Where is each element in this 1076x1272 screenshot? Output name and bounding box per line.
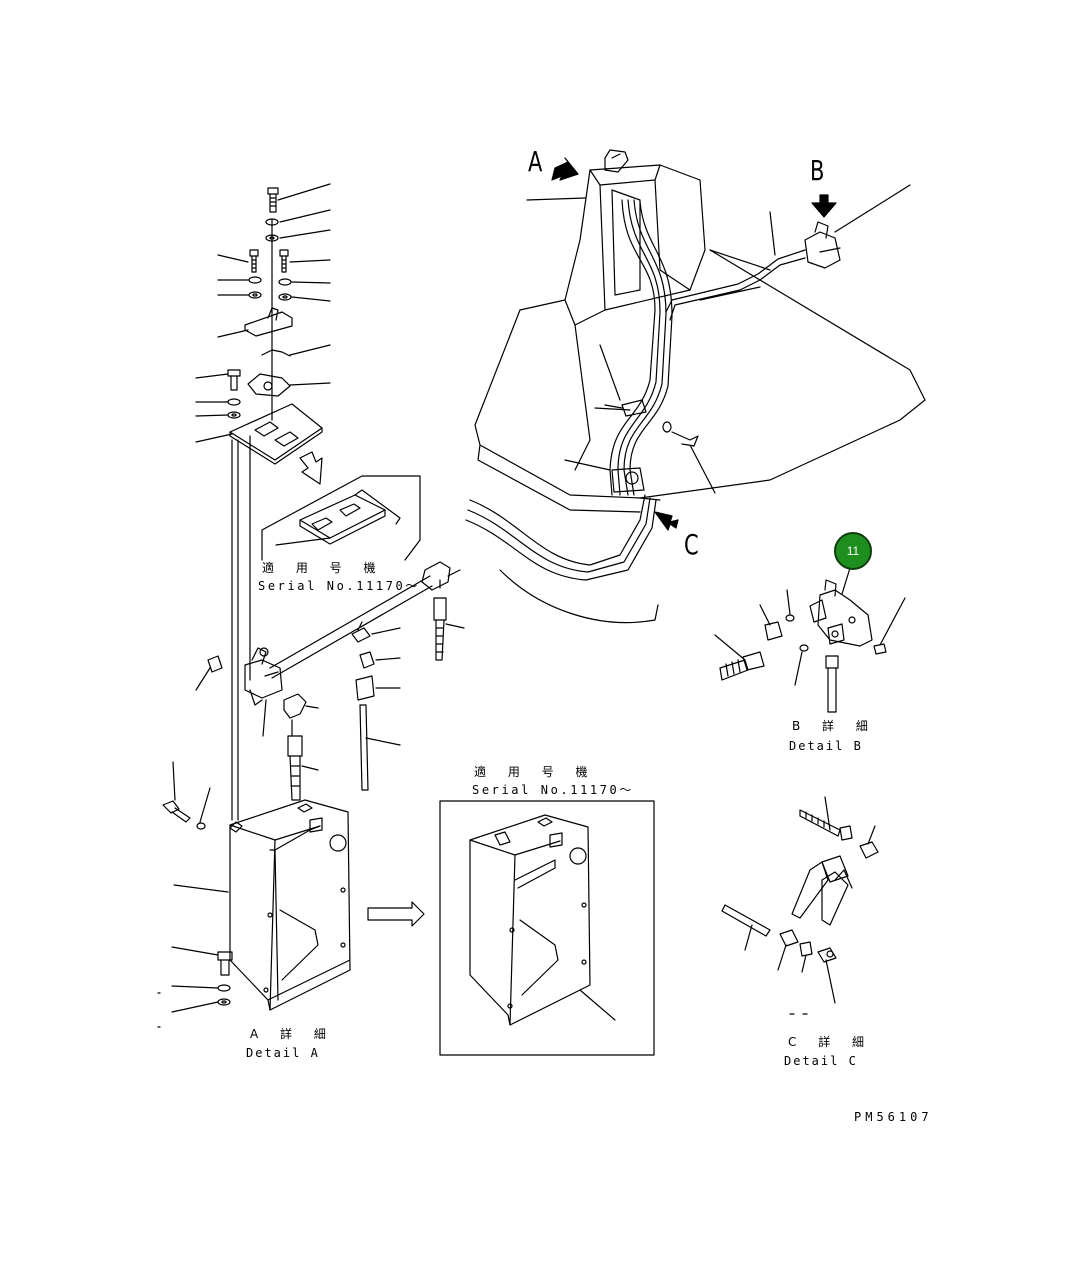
part-callout-11[interactable]: 11 xyxy=(834,532,872,570)
serial-note-center-en: Serial No.11170～ xyxy=(472,783,634,797)
serial-note-top-en: Serial No.11170～ xyxy=(258,579,420,593)
detail-a-jp: A 詳 細 xyxy=(250,1027,335,1041)
detail-c-jp: C 詳 細 xyxy=(788,1035,874,1049)
floor-plate xyxy=(474,249,926,499)
arrow-b-icon xyxy=(811,194,837,218)
inset-frame xyxy=(261,475,421,561)
detail-a-drawing xyxy=(157,761,425,1028)
detail-c-en: Detail C xyxy=(784,1054,858,1068)
detail-c-drawing xyxy=(721,796,879,1015)
detail-b-drawing xyxy=(714,567,906,713)
arrow-c-icon xyxy=(654,511,679,531)
drawing-code: PM56107 xyxy=(854,1110,933,1124)
mounting-plate xyxy=(229,403,323,461)
valve-assembly xyxy=(195,561,465,801)
fitting-b xyxy=(804,231,841,269)
view-label-c: C xyxy=(684,528,699,561)
inset-arrow-icon xyxy=(299,451,323,485)
view-label-b: B xyxy=(810,154,825,187)
arrow-a-icon xyxy=(551,157,579,181)
exploded-bolt-stack xyxy=(195,183,421,821)
main-assembly-view xyxy=(465,149,926,624)
detail-b-jp: B 詳 細 xyxy=(792,719,877,733)
detail-a-arrow-icon xyxy=(367,901,425,927)
detail-a-en: Detail A xyxy=(246,1046,320,1060)
serial-note-top-jp: 適 用 号 機 xyxy=(262,561,385,575)
serial-note-center-jp: 適 用 号 機 xyxy=(474,765,597,779)
serial-detail-frame xyxy=(439,800,655,1056)
view-label-a: A xyxy=(528,145,543,178)
detail-b-en: Detail B xyxy=(789,739,863,753)
console-box xyxy=(564,164,706,326)
